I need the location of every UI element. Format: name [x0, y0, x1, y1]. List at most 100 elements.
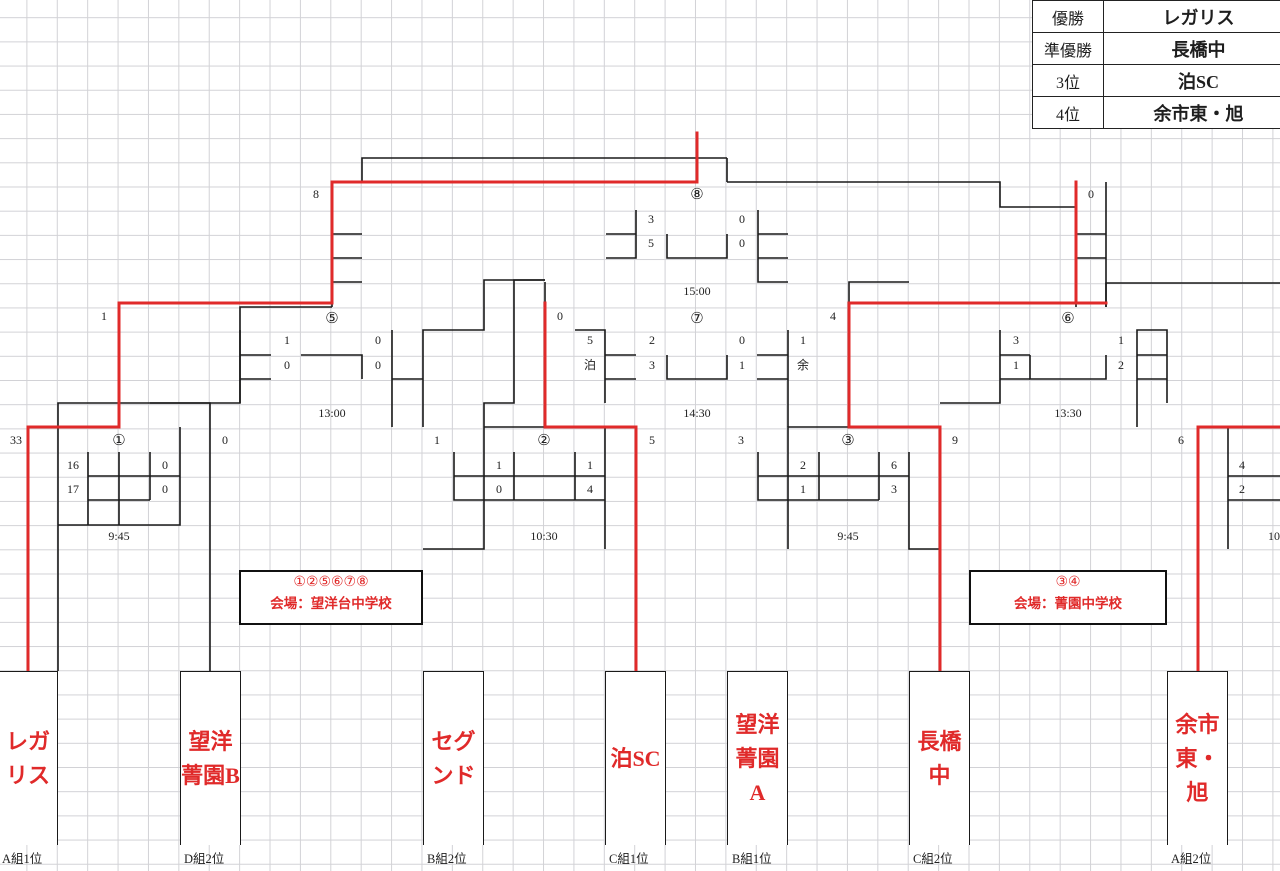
bracket-connector: [1105, 282, 1280, 307]
team-name: セグ ンド: [431, 728, 476, 788]
match-number: ③: [841, 433, 855, 449]
match-number: ⑦: [690, 311, 704, 327]
group-label: C組1位: [609, 852, 649, 866]
pk-score: 1: [800, 333, 806, 347]
standings-place: 3位: [1032, 64, 1104, 97]
team-name: 長橋 中: [917, 728, 962, 788]
standings-team: 泊SC: [1103, 64, 1280, 97]
score-total: 5: [649, 433, 655, 447]
standings-table: 優勝 レガリス 準優勝 長橋中 3位 泊SC 4位 余市東・旭: [1032, 0, 1280, 129]
half-score: 2: [649, 333, 655, 347]
winner-path: [26, 131, 699, 673]
group-label: D組2位: [184, 852, 225, 866]
half-score: 3: [1013, 333, 1019, 347]
half-score: 1: [587, 458, 593, 472]
half-score: 0: [375, 358, 381, 372]
team-box-tomari-sc: 泊SC: [605, 671, 666, 845]
half-score: 0: [739, 212, 745, 226]
team-abbr: 余: [796, 358, 810, 372]
bracket-connector: [757, 210, 788, 283]
match-number: ②: [537, 433, 551, 449]
half-score: 1: [739, 358, 745, 372]
venue-matches: ③④: [1055, 575, 1081, 590]
venue-box-boyodai: ①②⑤⑥⑦⑧ 会場：望洋台中学校: [239, 570, 423, 625]
pk-score: 5: [587, 333, 593, 347]
group-label: B組2位: [427, 852, 467, 866]
match-number: ①: [112, 433, 126, 449]
team-box-boyo-seien-a: 望洋 菁園A: [727, 671, 788, 845]
score-total: 3: [738, 433, 744, 447]
group-label: A組1位: [2, 852, 43, 866]
group-label: A組2位: [1171, 852, 1212, 866]
half-score: 1: [284, 333, 290, 347]
bracket-connector: [57, 402, 150, 671]
half-score: 16: [67, 458, 79, 472]
bracket-connector: [666, 355, 728, 380]
half-score: 2: [1239, 482, 1245, 496]
kickoff-time: 9:45: [108, 529, 130, 543]
kickoff-time: 13:30: [1054, 406, 1082, 420]
team-name: レガ リス: [5, 728, 50, 788]
match-number: ⑧: [690, 187, 704, 203]
half-score: 3: [648, 212, 654, 226]
half-score: 3: [891, 482, 897, 496]
half-score: 1: [800, 482, 806, 496]
score-total: 6: [1178, 433, 1184, 447]
kickoff-time: 9:45: [837, 529, 859, 543]
half-score: 2: [1118, 358, 1124, 372]
team-name: 余市 東・ 旭: [1175, 711, 1220, 805]
bracket-connector: [606, 210, 728, 259]
bracket-connector: [696, 133, 728, 182]
team-box-segundo: セグ ンド: [423, 671, 484, 845]
venue-name: 会場：菁園中学校: [1014, 596, 1122, 611]
team-name: 泊SC: [610, 745, 661, 771]
venue-name: 会場：望洋台中学校: [270, 596, 392, 611]
bracket-connector: [757, 452, 909, 501]
bracket-connector: [1136, 329, 1168, 427]
bracket-connector: [940, 330, 1030, 404]
bracket-connector: [453, 452, 605, 501]
winner-path: [543, 301, 638, 673]
bracket-connector: [422, 279, 545, 427]
half-score: 0: [375, 333, 381, 347]
half-score: 4: [1239, 458, 1245, 472]
score-total: 0: [1088, 187, 1094, 201]
half-score: 1: [1118, 333, 1124, 347]
team-abbr: 泊: [583, 358, 597, 372]
score-total: 1: [434, 433, 440, 447]
bracket-connector: [239, 330, 363, 403]
kickoff-time: 14:30: [683, 406, 711, 420]
score-total: 9: [952, 433, 958, 447]
standings-place: 準優勝: [1032, 32, 1104, 65]
standings-row: 3位 泊SC: [1032, 64, 1280, 97]
half-score: 6: [891, 458, 897, 472]
bracket-connector: [331, 210, 362, 307]
score-total: 0: [557, 309, 563, 323]
team-box-boyo-seien-b: 望洋 菁園B: [180, 671, 241, 845]
kickoff-time: 10: [1268, 529, 1280, 543]
team-name: 望洋 菁園B: [181, 728, 240, 788]
half-score: 0: [162, 458, 168, 472]
score-total: 4: [830, 309, 836, 323]
half-score: 1: [1013, 358, 1019, 372]
kickoff-time: 15:00: [683, 284, 711, 298]
bracket-connector: [361, 157, 1076, 208]
winner-path: [1196, 425, 1280, 673]
half-score: 4: [587, 482, 593, 496]
bracket-connector: [757, 281, 909, 427]
half-score: 0: [162, 482, 168, 496]
score-total: 33: [10, 433, 22, 447]
bracket-connector: [391, 330, 423, 427]
half-score: 1: [496, 458, 502, 472]
bracket-connector: [908, 427, 941, 550]
kickoff-time: 13:00: [318, 406, 346, 420]
standings-row: 準優勝 長橋中: [1032, 32, 1280, 65]
group-label: B組1位: [732, 852, 772, 866]
standings-row: 4位 余市東・旭: [1032, 96, 1280, 129]
winner-path: [847, 301, 1108, 673]
venue-matches: ①②⑤⑥⑦⑧: [293, 575, 369, 590]
bracket-winner-lines: [26, 131, 1280, 673]
half-score: 0: [739, 333, 745, 347]
standings-team: 余市東・旭: [1103, 96, 1280, 129]
half-score: 3: [649, 358, 655, 372]
